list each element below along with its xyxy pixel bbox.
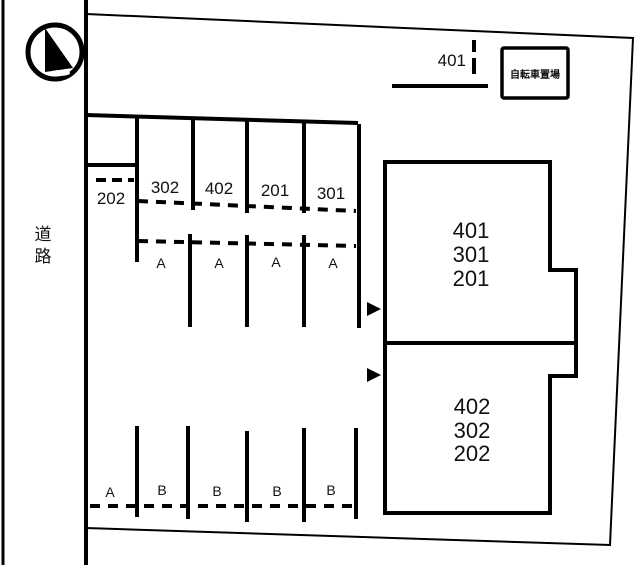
top-row-dash-line-2: [137, 239, 357, 248]
road-label-char-2: 路: [35, 247, 52, 267]
top-parking-row: [85, 113, 361, 328]
space-type-label: B: [272, 483, 281, 499]
apartment-building: [383, 160, 578, 515]
space-unit-label: 301: [317, 184, 345, 203]
property-boundary: [85, 13, 635, 547]
building-unit-label: 402: [454, 394, 491, 419]
bottom-parking-row: [135, 426, 358, 522]
space-type-label: A: [156, 255, 166, 271]
building-unit-label: 301: [453, 242, 490, 267]
building-unit-label: 401: [453, 218, 490, 243]
space-type-label: A: [214, 255, 224, 271]
bicycle-space-label: 401: [438, 51, 466, 70]
top-row-dash-line: [137, 199, 357, 213]
north-arrow-icon: [25, 22, 85, 82]
space-type-label: A: [271, 254, 281, 270]
building-unit-label: 201: [453, 266, 490, 291]
space-unit-label: 201: [261, 181, 289, 200]
building-unit-label: 202: [454, 441, 491, 466]
space-type-label: B: [212, 483, 221, 499]
space-type-label: A: [328, 255, 338, 271]
space-unit-label: 402: [205, 179, 233, 198]
space-type-label: B: [326, 482, 335, 498]
entrance-arrow-upper-icon: [367, 302, 381, 316]
entrance-arrow-lower-icon: [367, 368, 381, 382]
space-unit-label: 302: [151, 178, 179, 197]
road-label-char-1: 道: [35, 225, 52, 245]
space-type-label: A: [105, 484, 115, 500]
building-unit-label: 302: [454, 418, 491, 443]
bicycle-parking-label: 自転車置場: [510, 68, 560, 81]
space-unit-label: 202: [97, 189, 125, 208]
bicycle-parking-box: [500, 46, 570, 100]
space-type-label: B: [157, 482, 166, 498]
